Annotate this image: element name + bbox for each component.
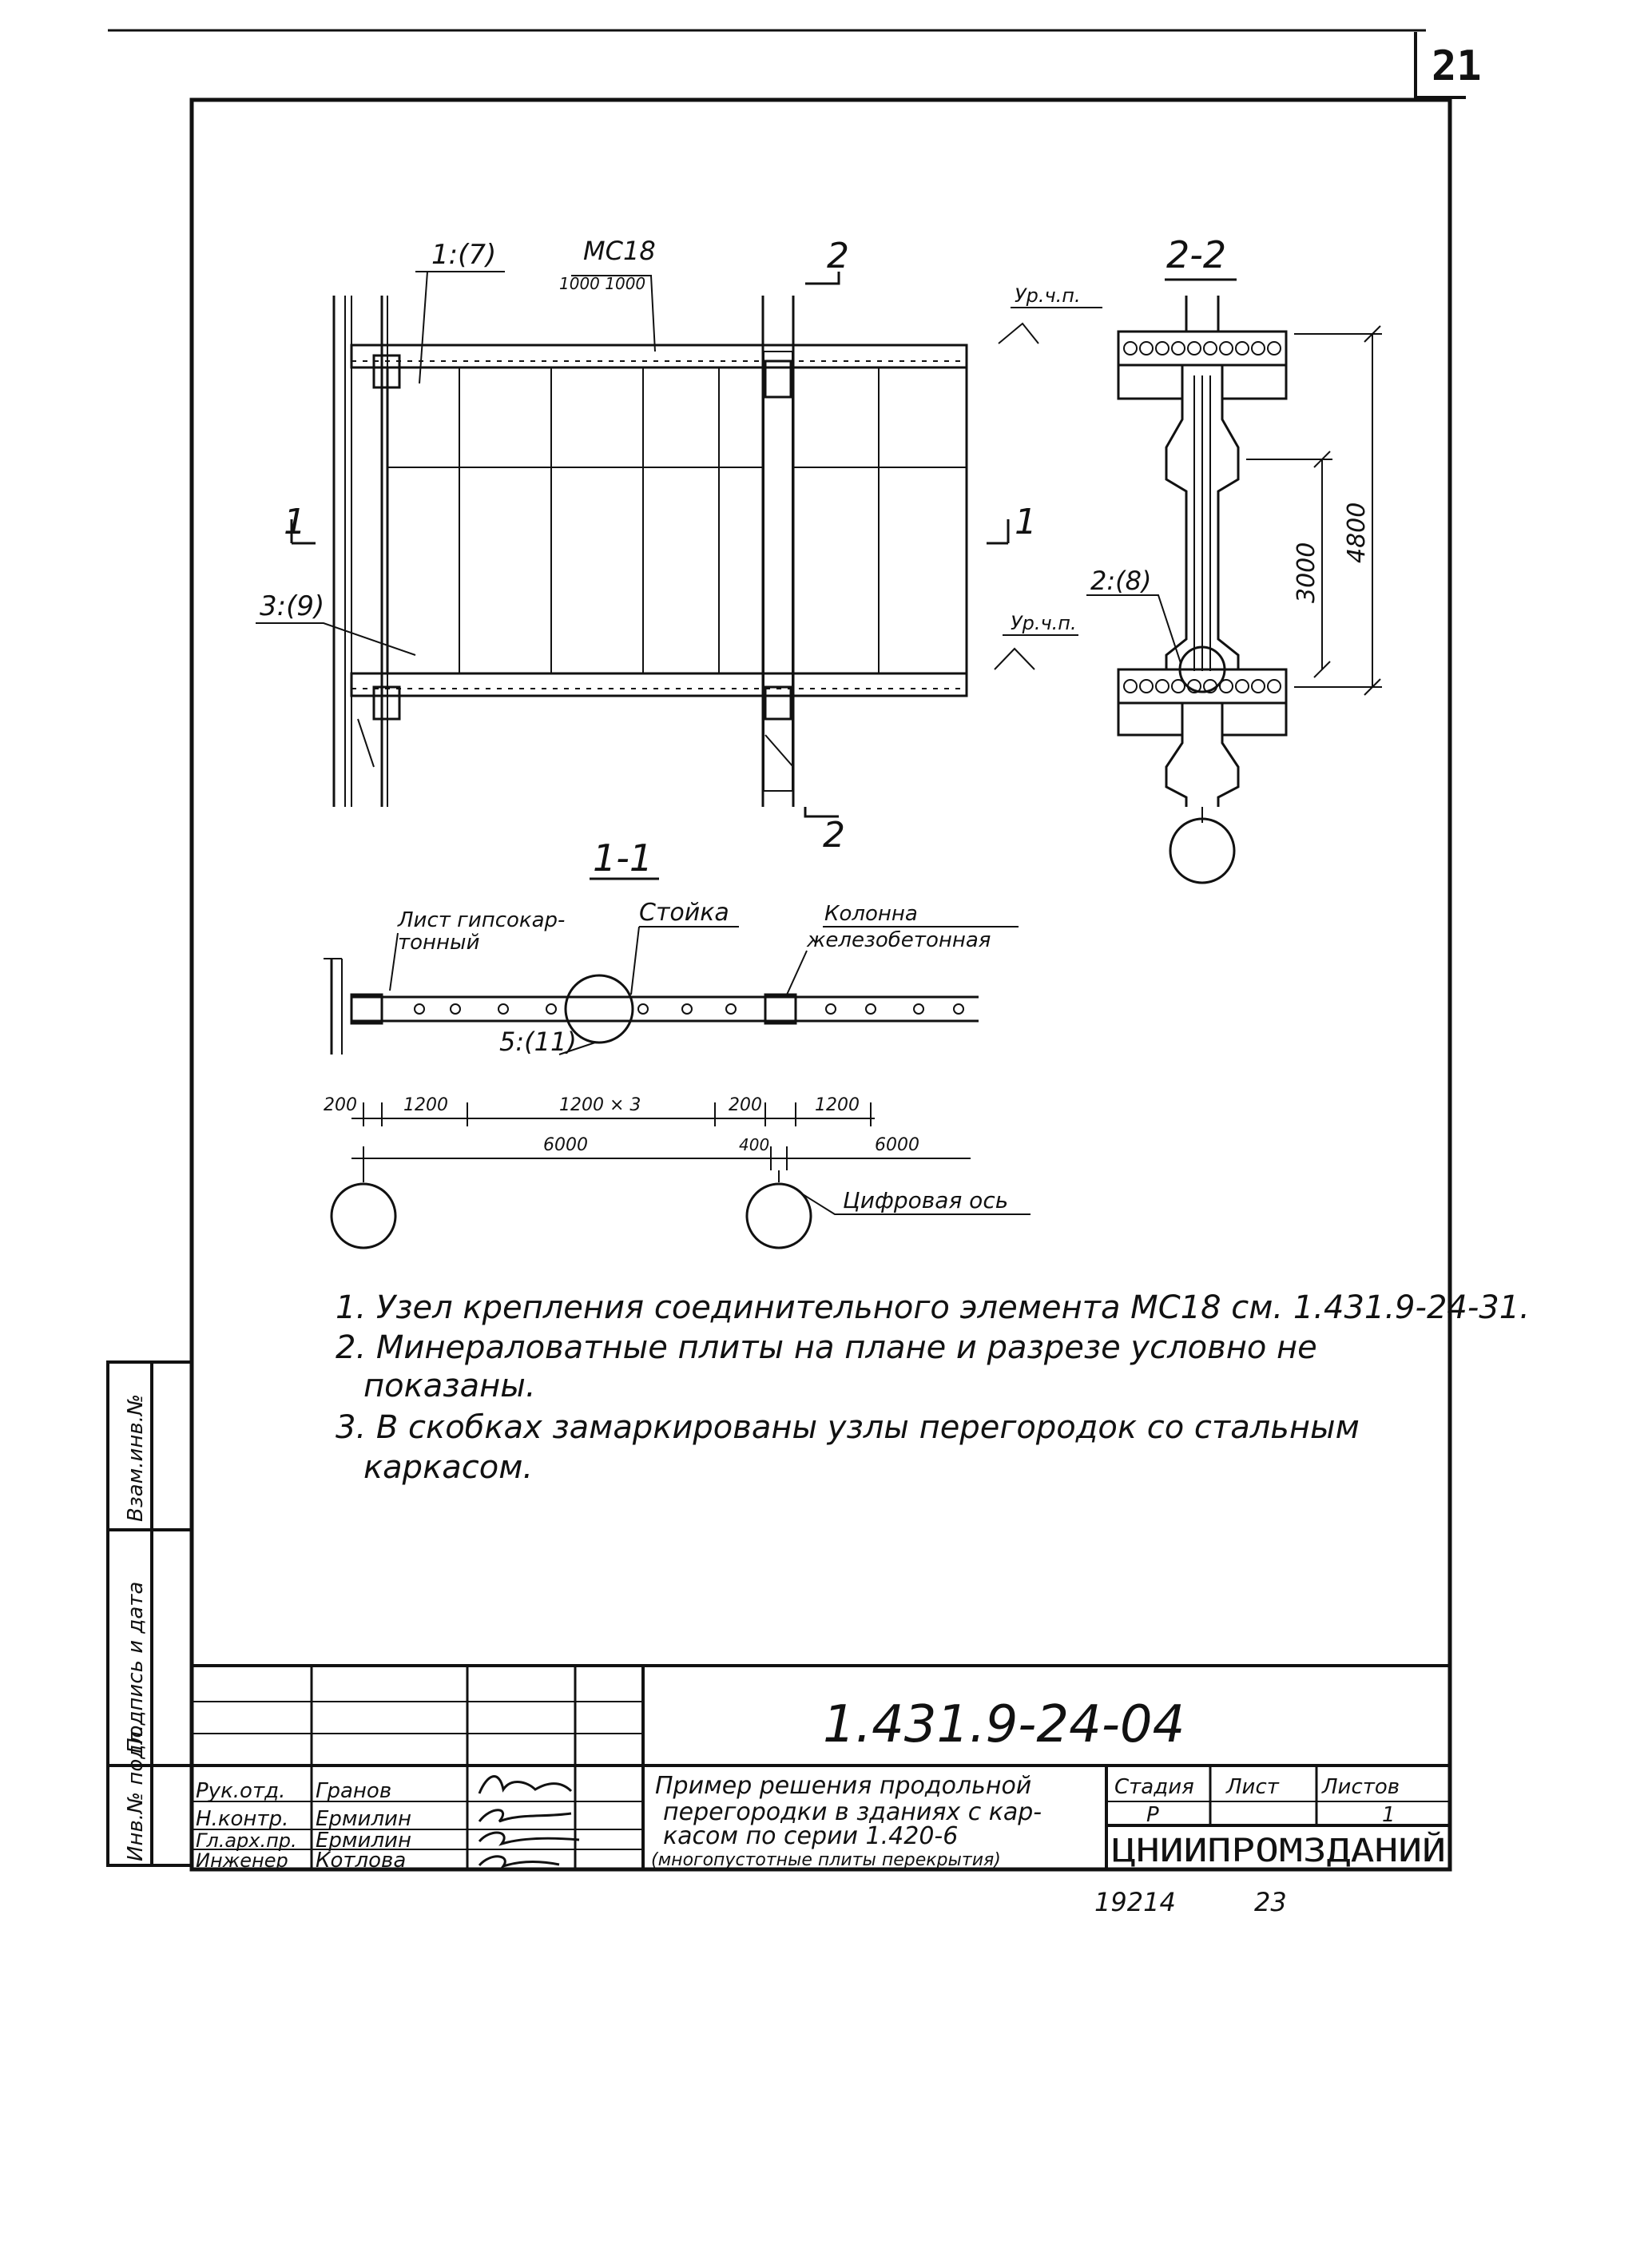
plan-level-top: Ур.ч.п. xyxy=(1015,284,1081,307)
note-2: 2. Минераловатные плиты на плане и разре… xyxy=(336,1329,1317,1366)
label-gypsum-sheet-2: тонный xyxy=(398,931,479,955)
sheets-header: Листов xyxy=(1321,1775,1400,1799)
dim-200-left: 200 xyxy=(324,1095,357,1115)
plan-section-1-right: 1 xyxy=(1015,502,1037,542)
role-chief-architect: Гл.арх.пр. xyxy=(196,1829,297,1852)
note-2-cont: показаны. xyxy=(363,1368,536,1404)
role-engineer: Инженер xyxy=(196,1849,288,1872)
organization: ЦНИИПРОМЗДАНИЙ xyxy=(1112,1831,1446,1869)
side-stamp-frame xyxy=(106,1360,193,1867)
plan-callout-1-7: 1:(7) xyxy=(431,239,496,271)
inventory-number-1: 19214 xyxy=(1094,1887,1176,1917)
sheet-header: Лист xyxy=(1225,1775,1280,1799)
stage-header: Стадия xyxy=(1114,1775,1194,1799)
axis-label: Цифровая ось xyxy=(843,1187,1008,1213)
section-2-2-dim-outer: 4800 xyxy=(1343,502,1371,563)
role-head: Рук.отд. xyxy=(196,1779,285,1803)
role-norm-control: Н.контр. xyxy=(196,1807,288,1831)
dim-6000-right: 6000 xyxy=(875,1135,919,1155)
name-norm-control: Ермилин xyxy=(316,1807,411,1831)
sheet-frame xyxy=(189,97,1452,1872)
section-2-2-callout: 2:(8) xyxy=(1090,566,1151,596)
name-head: Гранов xyxy=(316,1779,391,1803)
label-post: Стойка xyxy=(639,899,729,927)
side-stamp-replace: Взам.инв.№ xyxy=(124,1394,148,1522)
label-gypsum-sheet-1: Лист гипсокар- xyxy=(397,908,565,932)
description-line-4: (многопустотные плиты перекрытия) xyxy=(651,1850,1001,1870)
sheet-value: 1 xyxy=(1382,1803,1396,1827)
section-1-1-title: 1-1 xyxy=(593,836,653,880)
plan-level-bottom: Ур.ч.п. xyxy=(1011,612,1077,634)
label-column-1: Колонна xyxy=(824,902,918,926)
plan-section-1-left: 1 xyxy=(284,502,306,542)
note-3-cont: каркасом. xyxy=(363,1449,533,1486)
section-2-2-title: 2-2 xyxy=(1166,233,1226,276)
section-1-1-view xyxy=(324,877,1030,1249)
plan-element-sub: 1000 1000 xyxy=(559,274,645,293)
side-stamp-inventory: Инв.№ подл. xyxy=(124,1725,148,1861)
inventory-number-2: 23 xyxy=(1254,1887,1287,1917)
note-1: 1. Узел крепления соединительного элемен… xyxy=(336,1289,1530,1326)
side-stamp-signature: Подпись и дата xyxy=(124,1582,148,1754)
plan-element-mark: МС18 xyxy=(583,236,656,266)
name-engineer: Котлова xyxy=(316,1849,406,1873)
title-block-grid xyxy=(192,1664,1450,1869)
dim-1200x3: 1200 × 3 xyxy=(559,1095,641,1115)
description-line-3: касом по серии 1.420-6 xyxy=(663,1822,958,1850)
note-3: 3. В скобках замаркированы узлы перегоро… xyxy=(336,1409,1360,1446)
dim-1200-2: 1200 xyxy=(815,1095,860,1115)
name-chief-architect: Ермилин xyxy=(316,1829,411,1853)
plan-section-2-top: 2 xyxy=(827,236,849,276)
sheet-number-box xyxy=(1414,32,1466,99)
section-1-1-callout: 5:(11) xyxy=(499,1027,577,1057)
plan-section-2-bottom: 2 xyxy=(823,815,845,856)
dim-400: 400 xyxy=(739,1135,769,1154)
description-line-2: перегородки в зданиях с кар- xyxy=(663,1798,1042,1826)
dim-6000-left: 6000 xyxy=(543,1135,588,1155)
plan-callout-3-9: 3:(9) xyxy=(260,590,324,622)
drawing-code: 1.431.9-24-04 xyxy=(823,1695,1185,1754)
sheet-number: 21 xyxy=(1432,42,1482,90)
dim-1200-1: 1200 xyxy=(403,1095,448,1115)
plan-view xyxy=(256,271,1102,818)
section-2-2-view xyxy=(1086,278,1382,884)
dim-200-mid: 200 xyxy=(729,1095,762,1115)
section-2-2-dim-inner: 3000 xyxy=(1293,542,1320,603)
description-line-1: Пример решения продольной xyxy=(655,1772,1031,1800)
signatures xyxy=(478,1775,580,1869)
stage-value: Р xyxy=(1146,1803,1159,1827)
label-column-2: железобетонная xyxy=(806,928,991,952)
